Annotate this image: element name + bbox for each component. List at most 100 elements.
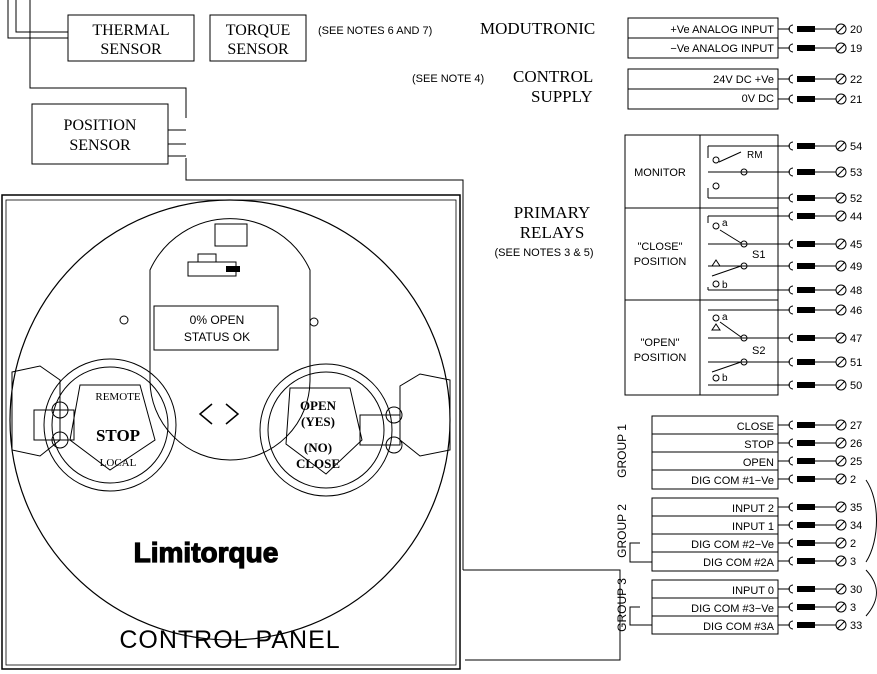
fuse-icon [797, 287, 815, 293]
control-supply-title-1: CONTROL [513, 67, 593, 86]
fuse-icon [797, 26, 815, 32]
group-row-label: DIG COM #3−Ve [691, 603, 774, 615]
terminal: 2 [778, 473, 856, 486]
terminal-number: 26 [850, 438, 862, 450]
fuse-icon [797, 476, 815, 482]
terminal-number: 33 [850, 620, 862, 632]
screw-slot [836, 556, 846, 566]
screw-slot [836, 520, 846, 530]
analog-input-label: +Ve ANALOG INPUT [670, 24, 774, 36]
terminal: 47 [778, 332, 862, 345]
relay-block-close-2: POSITION [634, 256, 687, 268]
screw-slot [836, 193, 846, 203]
screw-slot [836, 261, 846, 271]
terminal-number: 30 [850, 584, 862, 596]
terminal: 48 [778, 284, 862, 297]
screw-terminal-icon [835, 601, 847, 613]
chevron-left-icon[interactable] [198, 403, 213, 425]
terminal-number: 35 [850, 502, 862, 514]
knob-remote-label: REMOTE [95, 391, 141, 403]
terminal-number: 3 [850, 556, 856, 568]
fuse-icon [797, 241, 815, 247]
fuse-icon [797, 359, 815, 365]
terminal: 20 [778, 23, 862, 36]
lock-icon [187, 253, 240, 277]
sensor-wiring [7, 0, 464, 570]
terminal: 21 [778, 93, 862, 106]
knob-close-label: CLOSE [296, 456, 340, 471]
group-row-label: STOP [744, 439, 774, 451]
fuse-icon [797, 263, 815, 269]
connector-icon [788, 167, 794, 177]
terminal: 44 [778, 210, 862, 223]
screw-terminal-icon [835, 140, 847, 152]
analog-input-label: −Ve ANALOG INPUT [670, 43, 774, 55]
contact-a-label: a [722, 312, 728, 323]
screw-terminal-icon [835, 332, 847, 344]
terminal: 19 [778, 42, 862, 55]
screw-slot [836, 538, 846, 548]
screw-terminal-icon [835, 260, 847, 272]
screw-terminal-icon [835, 583, 847, 595]
terminal-number: 19 [850, 43, 862, 55]
connector-icon [788, 43, 794, 53]
fuse-icon [797, 458, 815, 464]
terminal-number: 2 [850, 474, 856, 486]
screw-terminal-icon [835, 419, 847, 431]
knob-stop-label: STOP [96, 426, 140, 445]
screw-terminal-icon [835, 619, 847, 631]
group-row-label: DIG COM #2A [703, 557, 775, 569]
terminal-number: 21 [850, 94, 862, 106]
relay-block-monitor: MONITOR [634, 167, 686, 179]
terminal-number: 48 [850, 285, 862, 297]
chevron-right-icon[interactable] [225, 403, 240, 425]
screw-terminal-icon [835, 23, 847, 35]
fuse-icon [797, 213, 815, 219]
connector-icon [788, 261, 794, 271]
connector-icon [788, 380, 794, 390]
connector-icon [788, 357, 794, 367]
selector-knob-right[interactable]: OPEN (YES) (NO) CLOSE [259, 363, 451, 497]
brand-logo: Limitorque [134, 537, 279, 568]
connector-icon [788, 74, 794, 84]
selector-knob-left[interactable]: REMOTE STOP LOCAL [11, 358, 177, 492]
control-panel-caption: CONTROL PANEL [119, 626, 340, 654]
fuse-icon [797, 622, 815, 628]
modutronic-note: (SEE NOTES 6 AND 7) [318, 25, 432, 37]
terminal: 34 [778, 519, 862, 532]
connector-icon [788, 538, 794, 548]
terminal-number: 50 [850, 380, 862, 392]
terminal-number: 34 [850, 520, 862, 532]
display-line-1: 0% OPEN [190, 313, 245, 327]
screw-terminal-icon [835, 166, 847, 178]
terminal: 51 [778, 356, 862, 369]
knob-no-label: (NO) [304, 440, 332, 455]
terminal: 26 [778, 437, 862, 450]
screw-slot [836, 420, 846, 430]
terminal-number: 49 [850, 261, 862, 273]
terminal-strip: 2019222154535244454948464751502726252353… [778, 23, 862, 632]
fuse-icon [797, 558, 815, 564]
group-row-label: DIG COM #3A [703, 621, 775, 633]
screw-slot [836, 380, 846, 390]
screw-slot [836, 285, 846, 295]
screw-terminal-icon [835, 192, 847, 204]
connector-icon [788, 333, 794, 343]
fuse-icon [797, 540, 815, 546]
knob-yes-label: (YES) [301, 414, 335, 429]
connector-icon [788, 438, 794, 448]
fuse-icon [797, 195, 815, 201]
relay-s1-label: S1 [752, 249, 765, 261]
screw-terminal-icon [835, 93, 847, 105]
position-sensor-line2: SENSOR [69, 137, 131, 154]
torque-sensor-box: TORQUE SENSOR [209, 14, 307, 62]
screw-terminal-icon [835, 73, 847, 85]
relay-contacts [707, 145, 778, 386]
thermal-sensor-line1: THERMAL [92, 22, 169, 39]
screw-slot [836, 438, 846, 448]
screw-terminal-icon [835, 304, 847, 316]
connector-icon [788, 502, 794, 512]
terminal-number: 20 [850, 24, 862, 36]
terminal: 3 [778, 555, 856, 568]
